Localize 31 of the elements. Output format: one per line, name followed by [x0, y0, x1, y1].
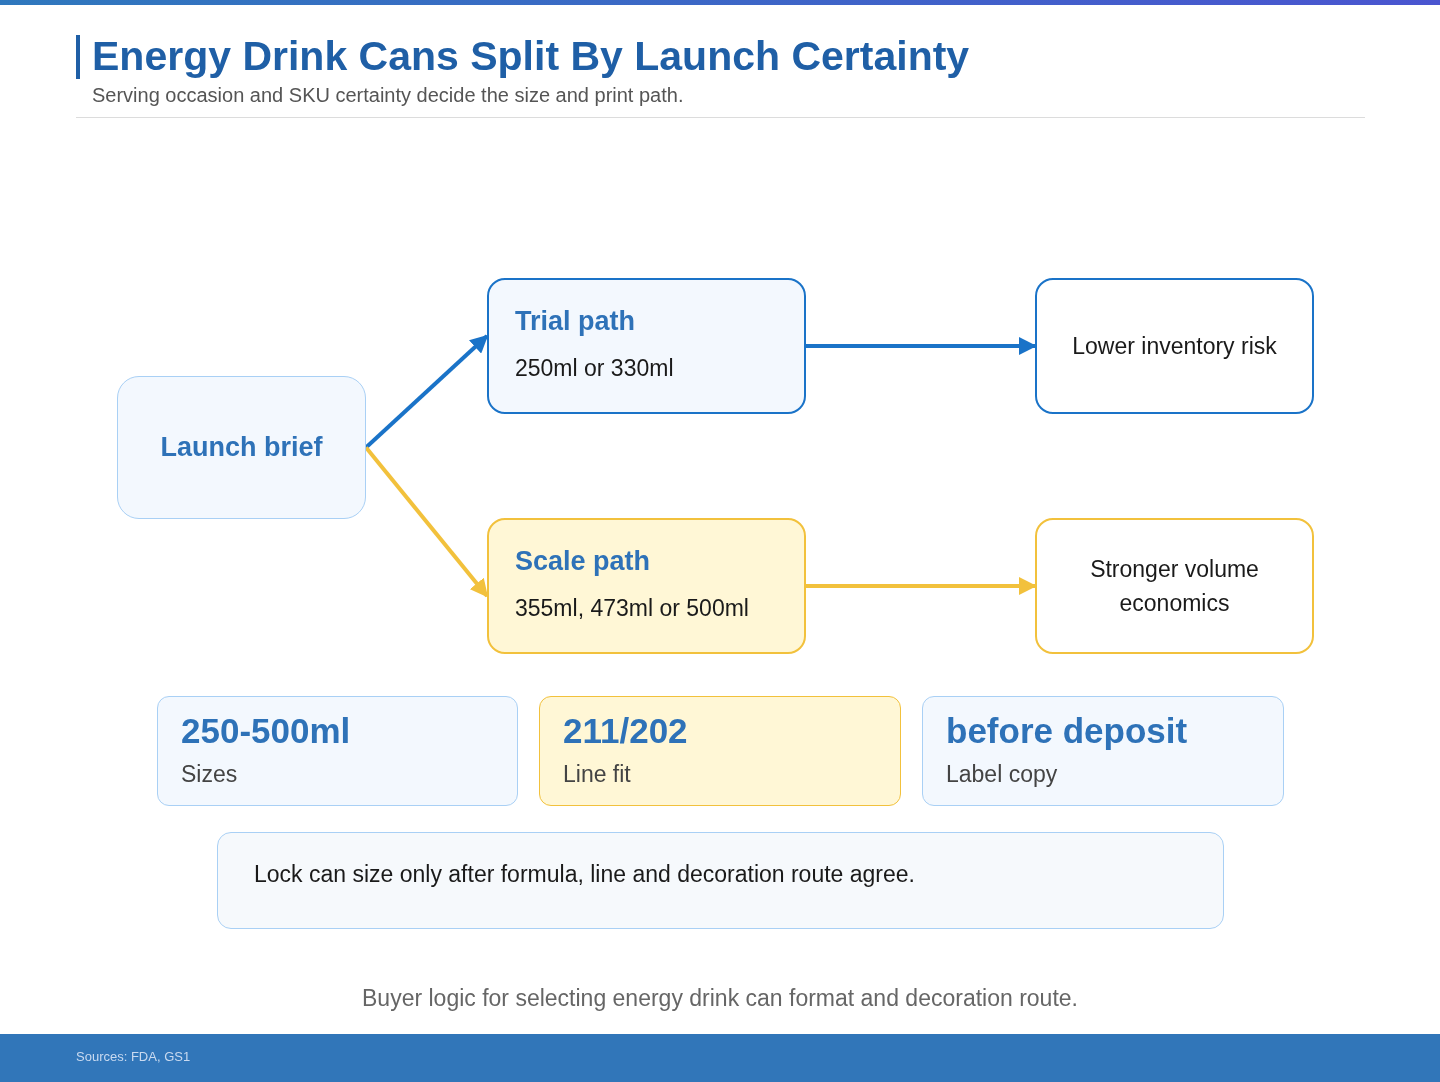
- subtitle: Serving occasion and SKU certainty decide the size and print path.: [92, 84, 684, 107]
- title: Energy Drink Cans Split By Launch Certainty: [92, 34, 970, 80]
- stat-label: Line fit: [563, 759, 631, 789]
- stat-value: before deposit: [946, 710, 1188, 751]
- stat-label: Label copy: [946, 759, 1058, 789]
- box-text: 250ml or 330ml: [515, 354, 674, 384]
- process-box: [1035, 518, 1314, 654]
- process-box: [1035, 278, 1314, 414]
- stat-label: Sizes: [181, 759, 238, 789]
- sources-note: Sources: FDA, GS1: [76, 1049, 191, 1064]
- arrow: [364, 446, 489, 598]
- box-text: Lower inventory risk: [1072, 331, 1277, 361]
- note-box: [217, 832, 1224, 929]
- box-text: Stronger volume economics: [1089, 554, 1260, 618]
- box-heading: Scale path: [515, 546, 651, 578]
- stat-value: 250-500ml: [181, 710, 351, 751]
- box-heading: Launch brief: [160, 431, 323, 463]
- arrow: [806, 337, 1037, 355]
- arrow: [364, 334, 489, 449]
- note-text: Lock can size only after formula, line and decoration route agree.: [254, 860, 915, 889]
- box-text: 355ml, 473ml or 500ml: [515, 594, 749, 624]
- arrow: [806, 577, 1037, 595]
- stat-card: [922, 696, 1284, 806]
- stat-card: [539, 696, 901, 806]
- stat-card: [157, 696, 518, 806]
- box-heading: Trial path: [515, 306, 636, 338]
- process-box: [487, 518, 806, 654]
- caption: Buyer logic for selecting energy drink can format and decoration route.: [361, 985, 1079, 1012]
- process-box: [487, 278, 806, 414]
- stat-value: 211/202: [563, 710, 688, 751]
- process-box: [117, 376, 366, 519]
